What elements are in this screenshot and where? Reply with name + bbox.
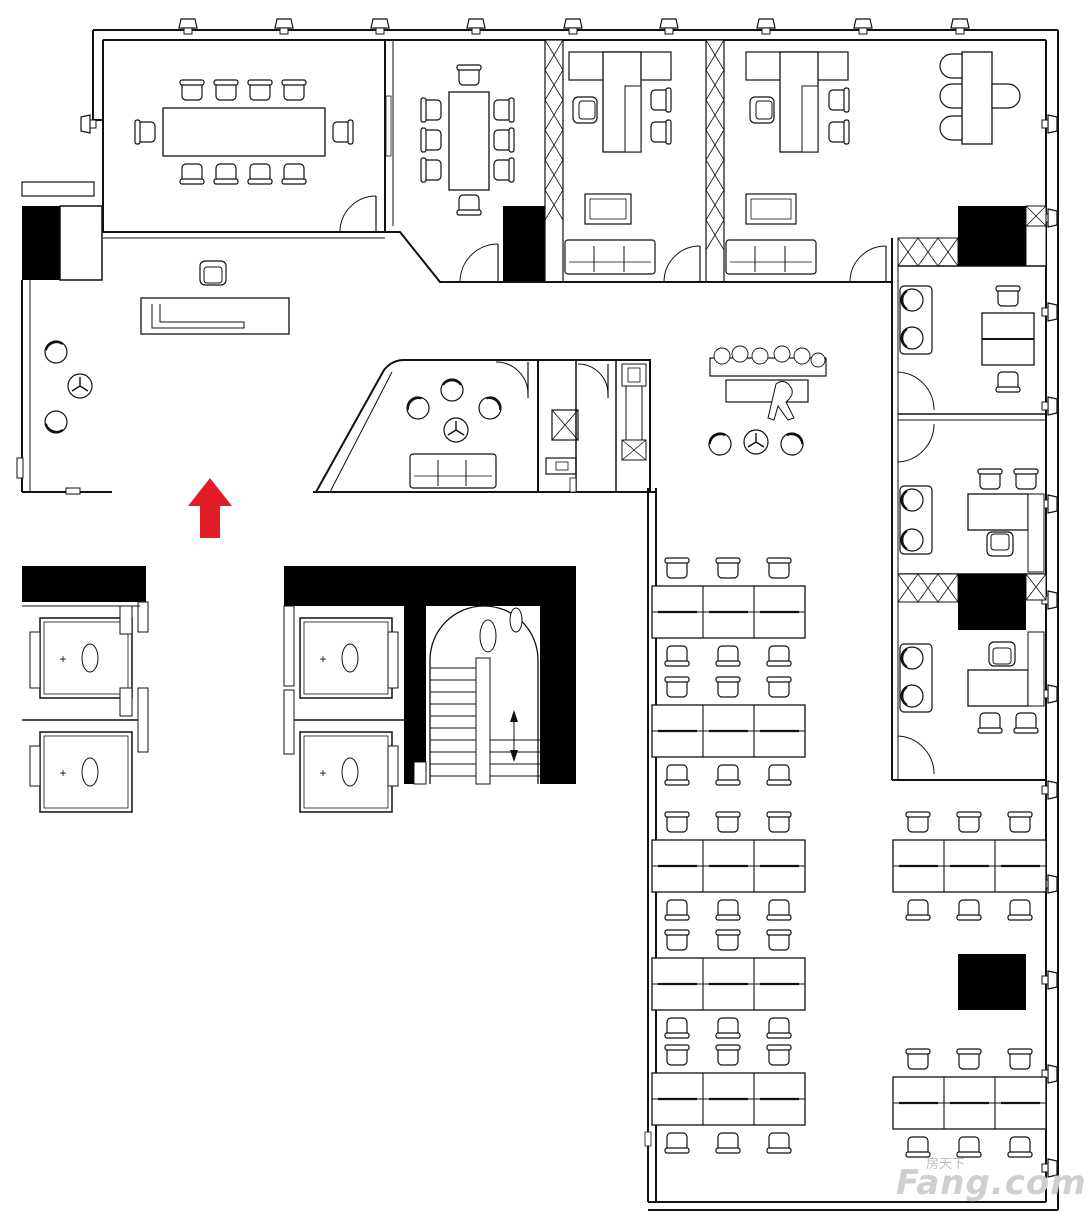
elevator-lobby-left <box>22 566 149 813</box>
break-area <box>703 345 827 461</box>
boardroom <box>102 39 386 233</box>
elevator-lobby-right <box>283 566 576 813</box>
facade-mullions-top <box>178 18 970 35</box>
right-offices <box>891 237 1047 781</box>
workstations-right <box>893 812 1046 1157</box>
central-lounge <box>313 359 540 493</box>
watermark-cn: 房天下 <box>926 1157 966 1172</box>
reception-desk <box>140 260 290 335</box>
corner-tea-room <box>939 51 1047 267</box>
meeting-room-small <box>384 40 561 283</box>
watermark-logo: Fang.com <box>896 1163 1087 1203</box>
executive-office-1 <box>544 39 701 283</box>
left-edge-walls <box>16 181 385 495</box>
entrance-arrow <box>188 478 232 538</box>
workstations-left <box>652 558 805 1153</box>
executive-office-2 <box>500 39 892 283</box>
service-core <box>537 359 656 493</box>
entry-lounge <box>40 336 93 438</box>
door-stop <box>644 1131 652 1147</box>
stairwell <box>413 605 540 785</box>
